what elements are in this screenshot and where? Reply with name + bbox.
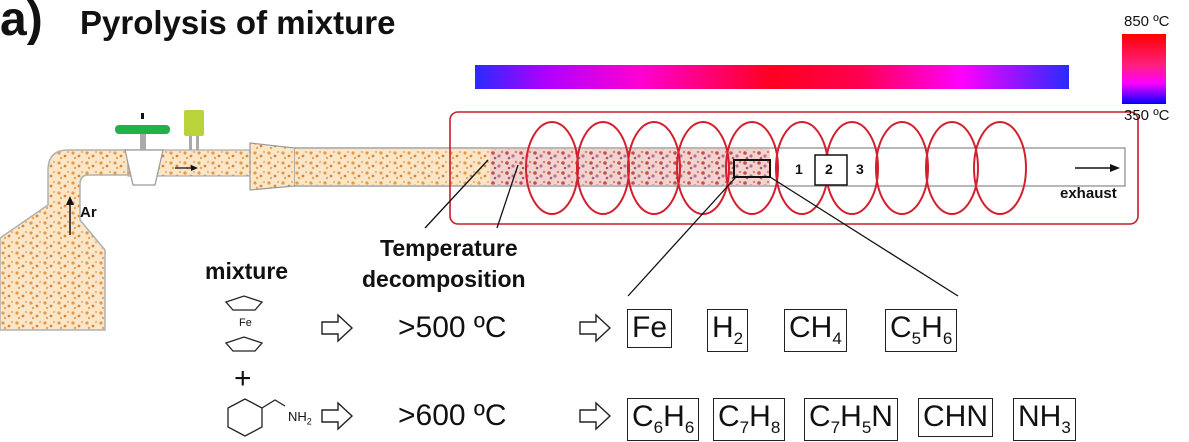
product-box: CHN bbox=[918, 398, 993, 437]
valve-body bbox=[124, 149, 164, 186]
zone-2-label: 2 bbox=[825, 161, 833, 177]
product-text: H bbox=[921, 311, 943, 344]
coil bbox=[627, 121, 681, 215]
colorbar-max-label: 850 ºC bbox=[1124, 13, 1170, 30]
callout-line bbox=[496, 164, 519, 229]
reaction-temp-1: >500 ºC bbox=[398, 311, 507, 344]
product-text: C bbox=[632, 400, 654, 433]
product-text: CH bbox=[789, 311, 833, 344]
product-subscript: 6 bbox=[684, 418, 695, 437]
product-box: H2 bbox=[707, 309, 749, 352]
coil bbox=[875, 121, 929, 215]
ch2-link bbox=[261, 399, 286, 409]
exhaust-arrowhead bbox=[1110, 164, 1120, 172]
inlet-port-stem-2 bbox=[196, 136, 199, 150]
fe-atom-label: Fe bbox=[239, 317, 252, 329]
inlet-port-stem bbox=[189, 136, 192, 150]
zoom-line-left bbox=[627, 176, 737, 297]
product-subscript: 4 bbox=[832, 329, 842, 348]
product-box: NH3 bbox=[1013, 398, 1076, 441]
nh2-subscript: 2 bbox=[306, 416, 312, 427]
valve-stem bbox=[140, 134, 146, 150]
product-subscript: 8 bbox=[770, 418, 781, 437]
product-box: C7H8 bbox=[713, 398, 786, 441]
heating-coils bbox=[525, 121, 1027, 215]
temperature-colorbar bbox=[1122, 34, 1166, 104]
inlet-port bbox=[184, 110, 204, 136]
product-text: C bbox=[890, 311, 912, 344]
valve-handle bbox=[115, 125, 170, 134]
page-title: Pyrolysis of mixture bbox=[80, 4, 396, 41]
decomposition-label: decomposition bbox=[362, 266, 526, 292]
product-subscript: 6 bbox=[942, 329, 953, 348]
nh2-text: NH bbox=[288, 409, 307, 424]
colorbar-min-label: 350 ºC bbox=[1124, 107, 1170, 124]
benzylamine-structure bbox=[227, 398, 286, 437]
nh2-label: NH2 bbox=[288, 410, 312, 427]
furnace-temperature-bar bbox=[475, 65, 1069, 89]
zone-3-label: 3 bbox=[856, 161, 864, 177]
open-arrow bbox=[579, 313, 612, 343]
open-arrow bbox=[579, 401, 612, 431]
product-box: C6H6 bbox=[627, 398, 700, 441]
product-box: C7H5N bbox=[804, 398, 898, 441]
product-text: C bbox=[809, 400, 831, 433]
product-subscript: 3 bbox=[1061, 418, 1071, 437]
product-subscript: 7 bbox=[830, 418, 841, 437]
valve-knob bbox=[141, 113, 144, 119]
open-arrow bbox=[321, 313, 354, 343]
zone-2-box bbox=[814, 154, 848, 186]
product-box: C5H6 bbox=[885, 309, 958, 352]
reaction-temp-2: >600 ºC bbox=[398, 399, 507, 432]
exhaust-label: exhaust bbox=[1060, 185, 1117, 202]
zone-1-label: 1 bbox=[795, 161, 803, 177]
gas-bottle bbox=[0, 149, 129, 331]
product-subscript: 7 bbox=[739, 418, 750, 437]
mixture-label: mixture bbox=[205, 258, 289, 284]
sample-box bbox=[733, 159, 771, 178]
coil bbox=[925, 121, 979, 215]
product-text: H bbox=[840, 400, 862, 433]
panel-letter: a) bbox=[0, 0, 43, 46]
benzene-ring bbox=[227, 398, 263, 437]
product-text: CHN bbox=[923, 400, 988, 433]
product-text: H bbox=[749, 400, 771, 433]
product-text: Fe bbox=[632, 311, 668, 344]
ar-flow-arrowhead bbox=[66, 196, 74, 205]
coil bbox=[973, 121, 1027, 215]
flow-arrowhead bbox=[191, 165, 198, 171]
product-subscript: 6 bbox=[653, 418, 664, 437]
open-arrow bbox=[321, 401, 354, 431]
product-text: H bbox=[663, 400, 685, 433]
product-text: H bbox=[712, 311, 734, 344]
tube-joint bbox=[249, 142, 296, 191]
product-box: Fe bbox=[627, 309, 673, 348]
temperature-label: Temperature bbox=[380, 235, 518, 261]
cp-ring-bottom bbox=[224, 336, 264, 352]
callout-line bbox=[424, 159, 489, 229]
product-subscript: 5 bbox=[911, 329, 922, 348]
cp-ring-top bbox=[224, 295, 264, 311]
product-subscript: 5 bbox=[861, 418, 872, 437]
powder-cold-zone bbox=[295, 149, 490, 185]
product-text: NH bbox=[1018, 400, 1062, 433]
product-text: C bbox=[718, 400, 740, 433]
furnace-housing bbox=[449, 111, 1139, 225]
product-subscript: 2 bbox=[733, 329, 744, 348]
product-box: CH4 bbox=[784, 309, 847, 352]
coil bbox=[725, 121, 779, 215]
ferrocene-structure bbox=[224, 295, 264, 352]
product-text: N bbox=[871, 400, 893, 433]
ar-label: Ar bbox=[80, 204, 97, 221]
zoom-line-right bbox=[769, 176, 959, 297]
plus-sign: + bbox=[234, 362, 252, 395]
reaction-arrows bbox=[321, 313, 612, 431]
